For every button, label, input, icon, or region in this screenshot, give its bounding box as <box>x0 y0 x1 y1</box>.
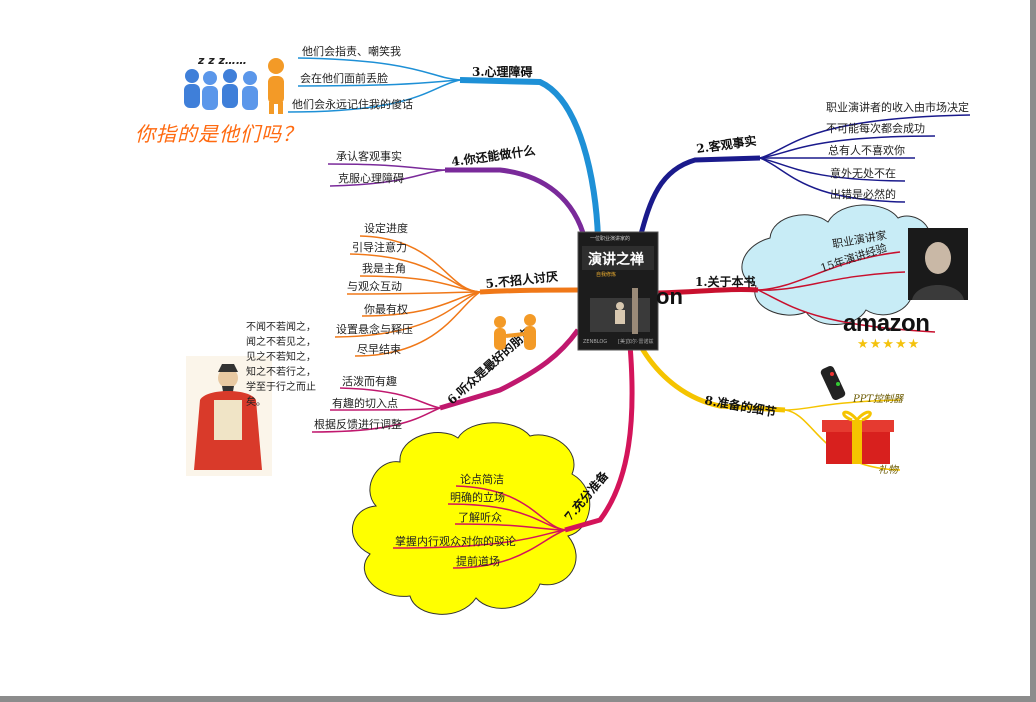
leaf-7-2: 明确的立场 <box>450 490 505 504</box>
leaf-2-1: 职业演讲者的收入由市场决定 <box>826 100 969 114</box>
branch-line-8 <box>637 343 786 413</box>
sage-quote: 不闻不若闻之，闻之不若见之，见之不若知之，知之不若行之，学至于行之而止矣。 <box>246 322 316 408</box>
branch-label-2: 2.客观事实 <box>695 133 757 156</box>
leaf-5-3: 我是主角 <box>362 262 406 275</box>
rating-stars: ★★★★★ <box>857 337 921 352</box>
leaf-7-5: 提前道场 <box>456 554 500 568</box>
leaf-8-1: PPT控制器 <box>853 394 904 405</box>
gift-icon <box>822 410 894 464</box>
leaf-2-2: 不可能每次都会成功 <box>826 121 925 135</box>
leaf-5-2: 引导注意力 <box>352 240 407 254</box>
branch-label-5: 5.不招人讨厌 <box>485 268 559 290</box>
branch-line-5 <box>479 287 579 295</box>
branch-label-3: 3.心理障碍 <box>472 64 533 79</box>
leaf-6-3: 根据反馈进行调整 <box>314 417 402 431</box>
branch-label-8: 8.准备的细节 <box>703 392 777 419</box>
leaf-5-1: 设定进度 <box>364 221 408 235</box>
sage-figure <box>186 356 272 476</box>
leaf-6-1: 活泼而有趣 <box>342 374 397 388</box>
speaker-photo <box>908 228 968 300</box>
book-title: 演讲之禅 <box>588 251 644 268</box>
sleeping-text: z z z…… <box>198 54 247 67</box>
leaf-7-4: 掌握内行观众对你的驳论 <box>395 534 516 548</box>
handshake-figures <box>494 314 536 350</box>
leaf-6-2: 有趣的切入点 <box>332 396 398 410</box>
book-tagline-1: 一位职业演讲家的 <box>590 235 630 242</box>
book-tagline-2: 自我修炼 <box>596 271 616 278</box>
branch-line-4 <box>445 167 588 241</box>
amazon-logo: amazon <box>843 310 930 337</box>
leaf-5-5: 你最有权 <box>364 302 408 316</box>
leaf-4-2: 克服心理障碍 <box>338 171 404 185</box>
leaf-3-1: 他们会指责、嘲笑我 <box>302 44 401 58</box>
leaf-3-2: 会在他们面前丢脸 <box>300 71 388 85</box>
branch-line-6 <box>439 328 581 411</box>
book-bottom-right: [美]加尔·雷诺兹 <box>618 338 654 345</box>
leaf-4-1: 承认客观事实 <box>336 149 402 163</box>
leaf-5-4: 与观众互动 <box>347 280 402 293</box>
branch-line-7 <box>564 344 635 533</box>
branch-line-2 <box>637 155 761 239</box>
branch-line-3 <box>459 77 601 239</box>
leaf-7-1: 论点简洁 <box>460 472 504 486</box>
question-caption: 你指的是他们吗？ <box>135 122 303 146</box>
ppt-remote-icon <box>820 365 846 401</box>
leaf-8-2: 礼物 <box>878 465 898 476</box>
leaf-5-7: 尽早结束 <box>357 343 401 356</box>
branch-label-4: 4.你还能做什么 <box>450 142 536 169</box>
book-bottom-left: ZENBLOG <box>583 339 607 345</box>
branch-line-1 <box>657 286 759 296</box>
leaf-7-3: 了解听众 <box>458 510 502 524</box>
branch-label-1: 1.关于本书 <box>695 274 756 289</box>
leaf-5-6: 设置悬念与释压 <box>336 322 413 336</box>
leaf-2-4: 意外无处不在 <box>830 166 896 180</box>
leaf-2-3: 总有人不喜欢你 <box>828 143 905 157</box>
leaf-3-3: 他们会永远记住我的傻话 <box>292 97 413 111</box>
leaf-2-5: 出错是必然的 <box>830 187 896 201</box>
book-cover: 演讲之禅 一位职业演讲家的 自我修炼 ZENBLOG [美]加尔·雷诺兹 <box>577 231 659 351</box>
people-figures <box>184 58 284 114</box>
yellow-cloud <box>352 422 591 615</box>
book-spine-text: on <box>656 284 683 309</box>
